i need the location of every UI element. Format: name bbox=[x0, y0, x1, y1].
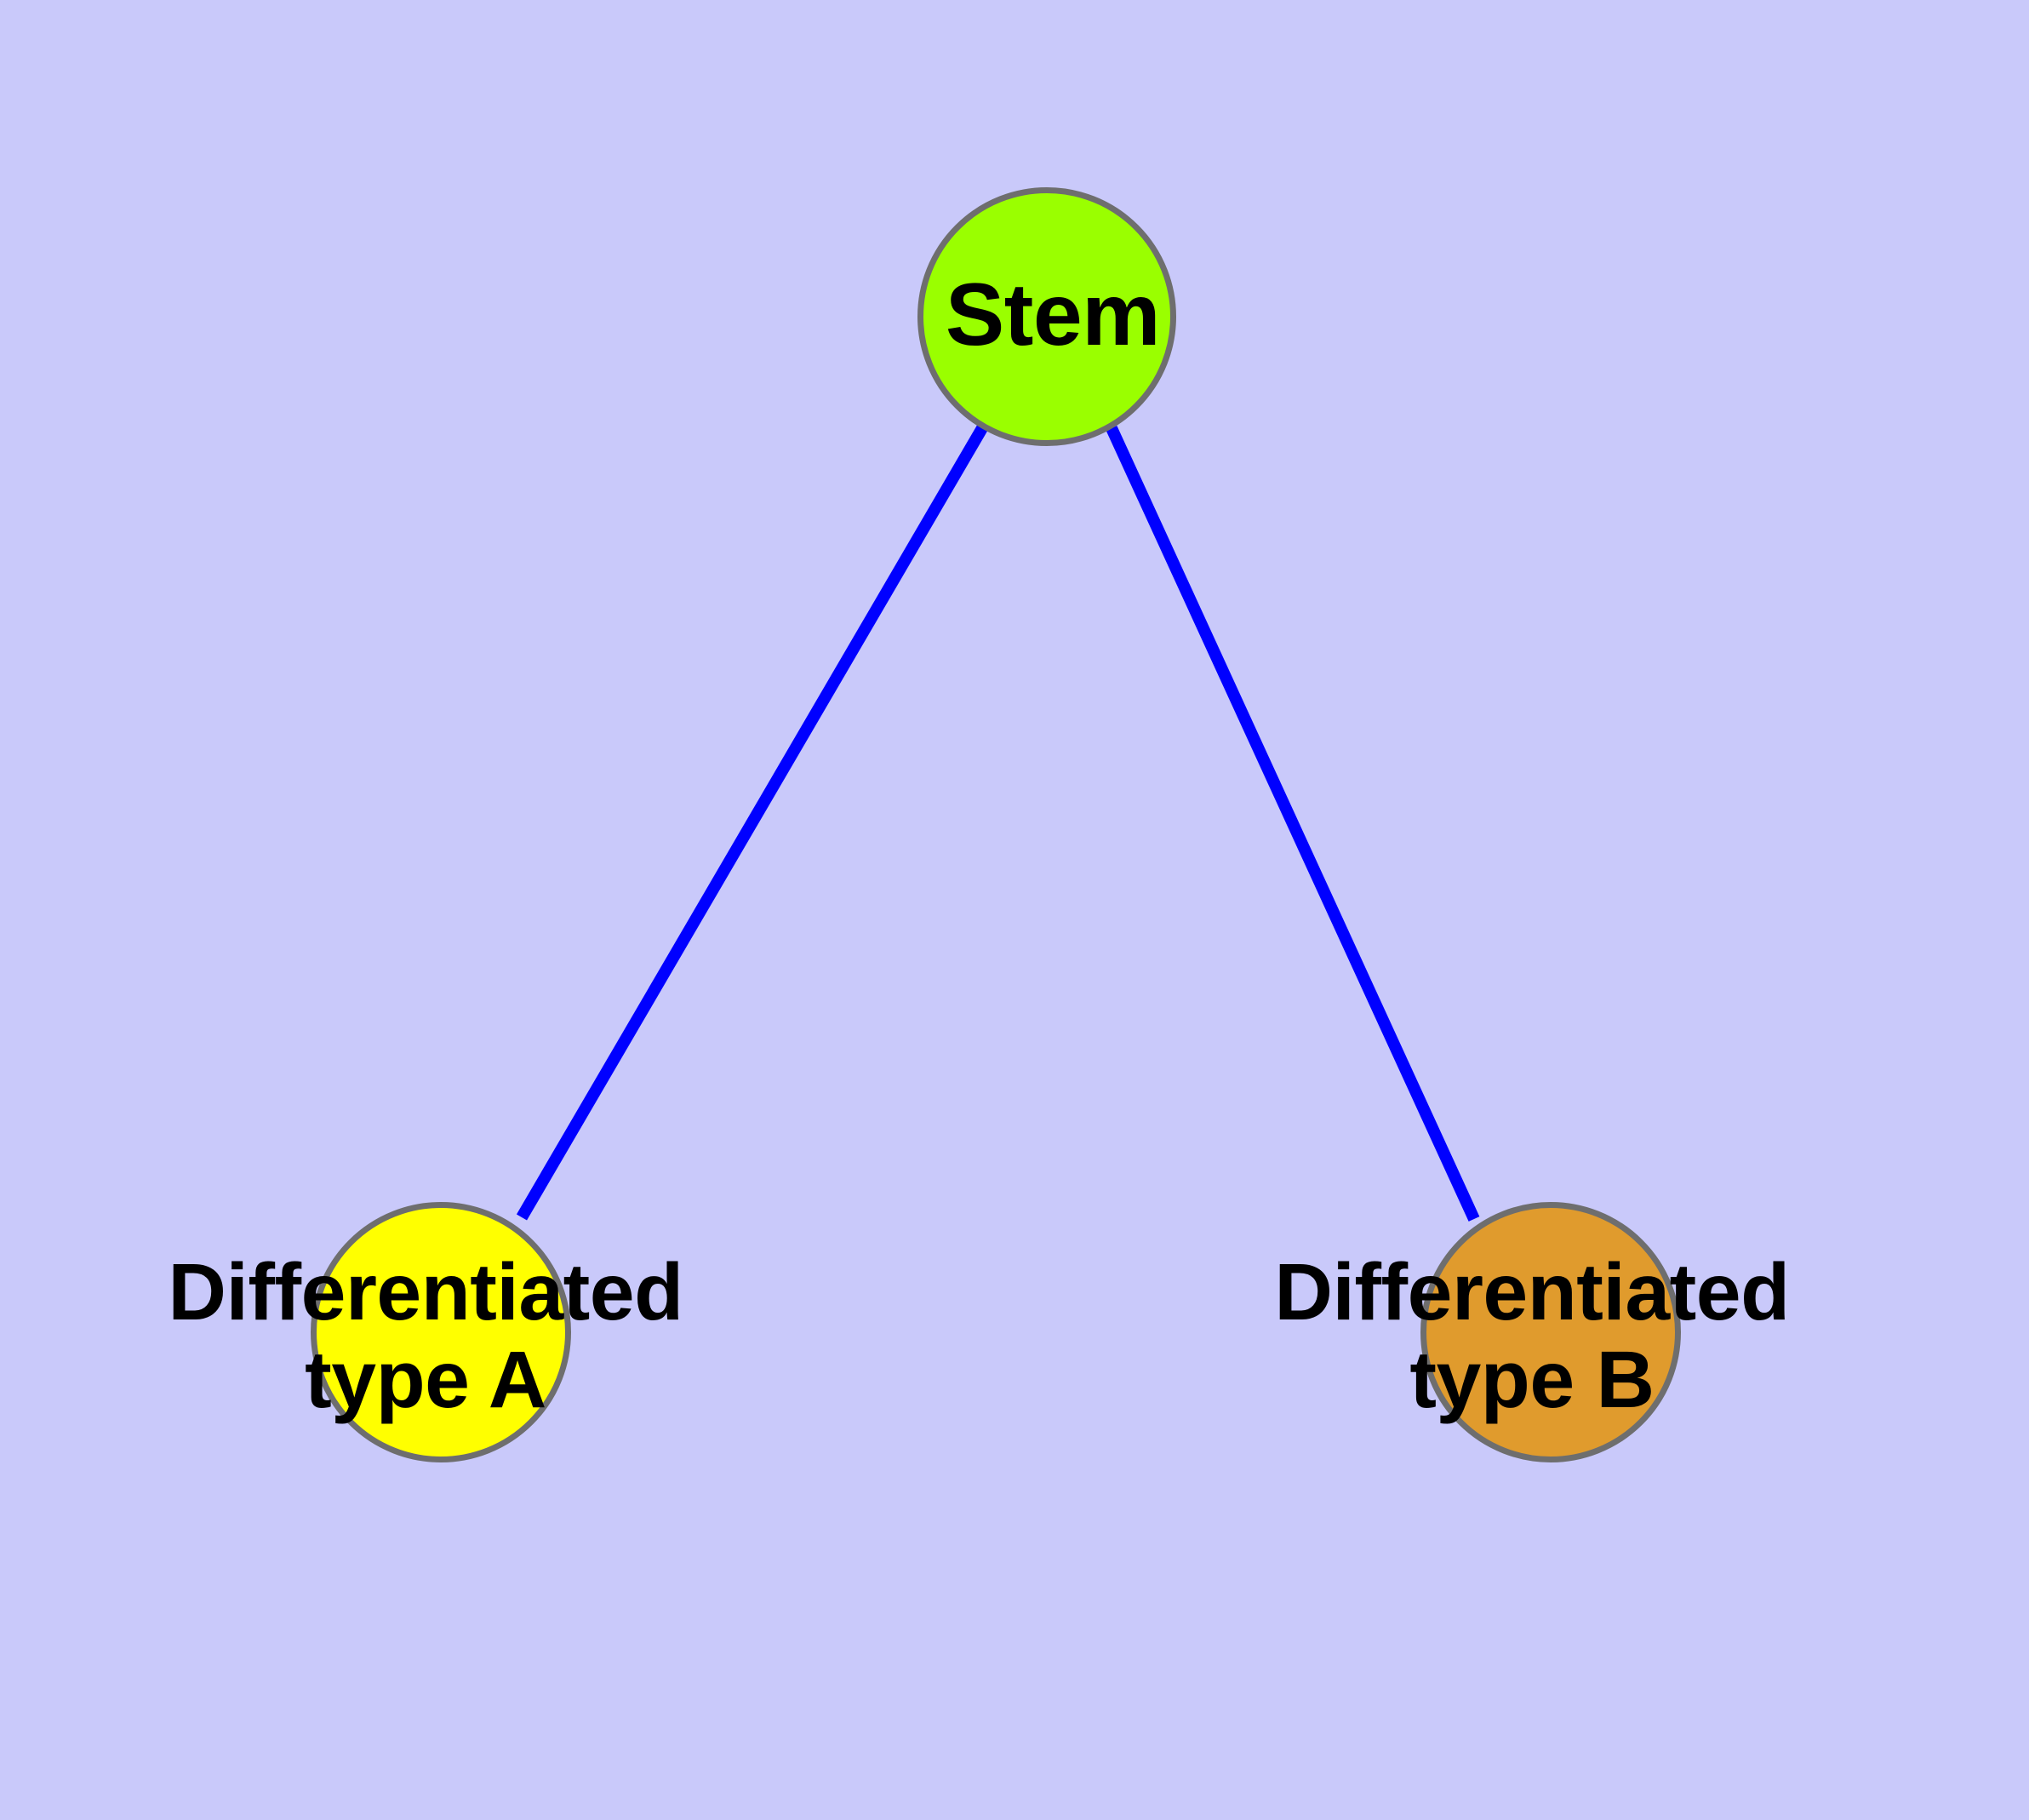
node-label-differentiated-type-b: Differentiated type B bbox=[1274, 1247, 1790, 1425]
edge-stem-to-differentiated-type-a[interactable] bbox=[516, 425, 988, 1221]
node-label-stem: Stem bbox=[945, 265, 1161, 364]
node-stem[interactable] bbox=[917, 187, 1176, 446]
edge-stem-to-differentiated-type-b[interactable] bbox=[1106, 426, 1480, 1222]
node-label-differentiated-type-a: Differentiated type A bbox=[168, 1247, 683, 1425]
node-differentiated-type-b[interactable] bbox=[1420, 1202, 1681, 1462]
node-differentiated-type-a[interactable] bbox=[311, 1202, 571, 1462]
